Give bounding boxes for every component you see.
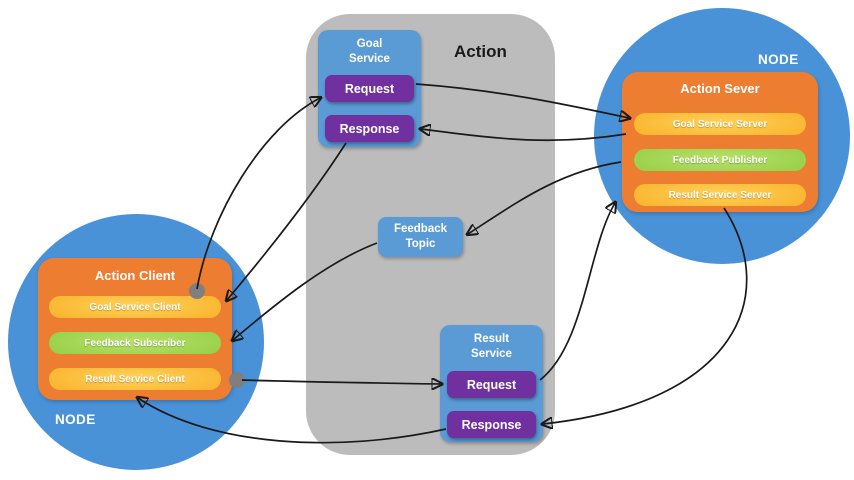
- result-service-server-pill: Result Service Server: [634, 184, 806, 206]
- goal-service-server-pill: Goal Service Server: [634, 113, 806, 135]
- result-client-connector-dot: [229, 372, 245, 388]
- goal-request-button: Request: [325, 75, 414, 102]
- goal-response-button: Response: [325, 115, 414, 142]
- result-service-box: Result Service Request Response: [440, 325, 543, 442]
- goal-service-box: Goal Service Request Response: [318, 30, 421, 147]
- feedback-subscriber-pill: Feedback Subscriber: [49, 332, 221, 354]
- action-server-title: Action Sever: [680, 81, 760, 96]
- result-request-button: Request: [447, 371, 536, 398]
- action-title: Action: [454, 42, 507, 61]
- feedback-topic-box: Feedback Topic: [378, 217, 463, 257]
- feedback-topic-label: Feedback Topic: [393, 223, 448, 250]
- result-response-button: Response: [447, 411, 536, 438]
- goal-service-label: Goal Service: [349, 38, 390, 65]
- left-node-label: NODE: [55, 412, 96, 427]
- goal-client-connector-dot: [189, 283, 205, 299]
- result-service-label: Result Service: [471, 333, 512, 360]
- action-client-title: Action Client: [94, 268, 176, 283]
- action-server-box: Action Sever Goal Service Server Feedbac…: [622, 72, 818, 212]
- feedback-publisher-pill: Feedback Publisher: [634, 149, 806, 171]
- right-node-label: NODE: [758, 52, 799, 67]
- goal-service-client-pill: Goal Service Client: [49, 296, 221, 318]
- result-service-client-pill: Result Service Client: [49, 368, 221, 390]
- action-client-box: Action Client Goal Service Client Feedba…: [38, 258, 232, 400]
